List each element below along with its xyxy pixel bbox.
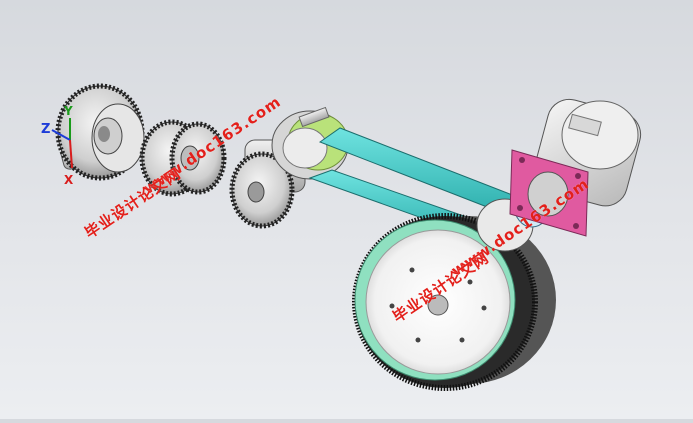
axis-z-label: Z	[41, 122, 50, 137]
axis-triad: Z Y X	[41, 104, 74, 187]
motor[interactable]	[509, 94, 646, 237]
large-pulley[interactable]	[352, 213, 556, 391]
gear-cluster-left[interactable]	[55, 83, 145, 181]
axis-x-label: X	[64, 173, 74, 187]
axis-y-label: Y	[63, 104, 73, 118]
gear-cluster-middle[interactable]	[139, 119, 227, 197]
